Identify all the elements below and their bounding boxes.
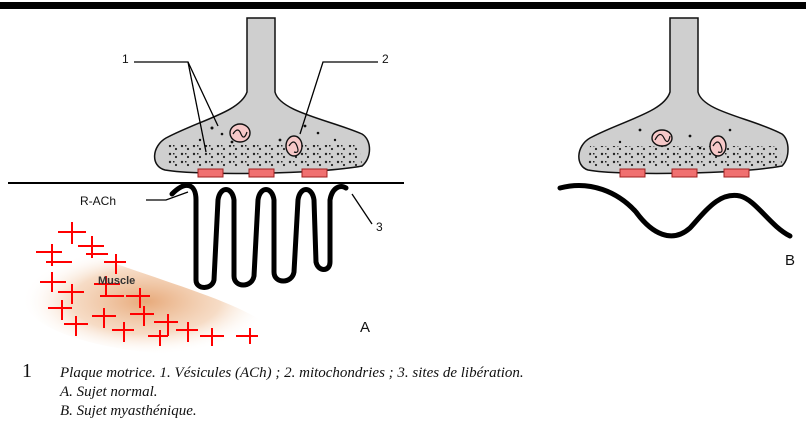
top-border-bar (0, 2, 806, 9)
callout-2-label: 2 (382, 52, 389, 66)
panel-b: B (560, 18, 795, 269)
panel-a: 1 2 3 R-ACh Muscle A (8, 18, 404, 355)
muscle-label: Muscle (98, 275, 135, 287)
vesicles-b (588, 146, 782, 168)
release-site-a3 (302, 169, 327, 177)
release-site-a2 (249, 169, 274, 177)
mitochondrion-a1 (230, 124, 250, 142)
simplified-membrane-b (560, 185, 790, 236)
mitochondrion-a2 (286, 136, 302, 156)
caption-line-3: B. Sujet myasthénique. (22, 402, 792, 421)
caption-line-1: Plaque motrice. 1. Vésicules (ACh) ; 2. … (60, 364, 524, 383)
callout-1-label: 1 (122, 52, 129, 66)
callout-3-label: 3 (376, 220, 383, 234)
figure-caption: 1 Plaque motrice. 1. Vésicules (ACh) ; 2… (22, 360, 792, 421)
receptor-label: R-ACh (80, 194, 116, 208)
release-site-b2 (672, 169, 697, 177)
release-site-a1 (198, 169, 223, 177)
mitochondrion-b1 (652, 130, 672, 146)
panel-a-label: A (360, 319, 370, 336)
caption-line-2: A. Sujet normal. (22, 383, 792, 402)
panel-b-label: B (785, 252, 795, 269)
junctional-folds-a (172, 185, 346, 287)
mitochondrion-b2 (710, 136, 726, 156)
vesicles-a (165, 145, 362, 168)
release-site-b1 (620, 169, 645, 177)
release-site-b3 (724, 169, 749, 177)
caption-number: 1 (22, 360, 60, 383)
